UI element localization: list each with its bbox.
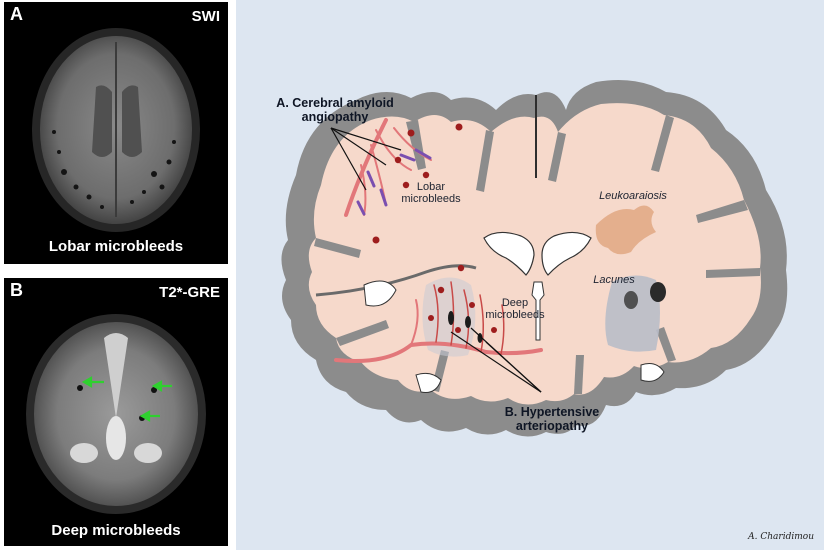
lobar-microbleeds bbox=[372, 123, 463, 244]
leukoaraiosis-label: Leukoaraiosis bbox=[599, 190, 667, 202]
caa-pointer-lines bbox=[330, 127, 402, 191]
caa-label-line1: A. Cerebral amyloid bbox=[276, 96, 394, 110]
lacune bbox=[650, 282, 666, 302]
hta-pointer-lines bbox=[450, 327, 542, 393]
caa-label-line2: angiopathy bbox=[301, 110, 369, 124]
author-signature: A. Charidimou bbox=[748, 532, 814, 542]
hta-label: B. Hypertensive arteriopathy bbox=[492, 405, 612, 433]
sulci bbox=[314, 115, 760, 394]
panel-letter: B bbox=[10, 280, 23, 300]
panel-caption: Lobar microbleeds bbox=[48, 238, 184, 255]
deep-label-line1: Deep bbox=[501, 297, 529, 309]
mri-panel-b: B T2*-GRE Deep microbleeds bbox=[4, 278, 228, 546]
sequence-label: SWI bbox=[191, 8, 220, 25]
coronal-brain-diagram: A. Cerebral amyloid angiopathy Lobar mic… bbox=[236, 0, 824, 550]
lacune bbox=[624, 291, 638, 309]
deep-microbleeds bbox=[428, 264, 497, 333]
panel-letter: A bbox=[10, 4, 23, 24]
lobar-label: Lobar microbleeds bbox=[396, 181, 466, 205]
hta-label-line1: B. Hypertensive bbox=[504, 405, 600, 419]
hta-label-line2: arteriopathy bbox=[515, 419, 589, 433]
third-ventricle bbox=[531, 281, 545, 341]
caa-label: A. Cerebral amyloid angiopathy bbox=[260, 96, 410, 124]
leukoaraiosis-patch bbox=[595, 205, 656, 255]
gre-brain-image bbox=[26, 314, 206, 514]
swi-brain-image bbox=[32, 28, 200, 232]
lateral-ventricle-right bbox=[541, 231, 592, 276]
deep-dark-foci bbox=[448, 311, 483, 343]
deep-label: Deep microbleeds bbox=[480, 297, 550, 321]
sequence-label: T2*-GRE bbox=[159, 284, 220, 301]
mri-panel-a: A SWI Lobar microbleeds bbox=[4, 2, 228, 264]
brain-schematic bbox=[281, 79, 788, 437]
lobar-label-line2: microbleeds bbox=[401, 193, 461, 205]
caa-vessels bbox=[344, 118, 432, 217]
lobar-label-line1: Lobar bbox=[416, 181, 446, 193]
lateral-ventricle-left bbox=[483, 231, 535, 276]
lacunes-label: Lacunes bbox=[593, 274, 635, 286]
deep-label-line2: microbleeds bbox=[485, 309, 545, 321]
panel-caption: Deep microbleeds bbox=[51, 522, 181, 539]
lacune-region bbox=[605, 275, 660, 352]
